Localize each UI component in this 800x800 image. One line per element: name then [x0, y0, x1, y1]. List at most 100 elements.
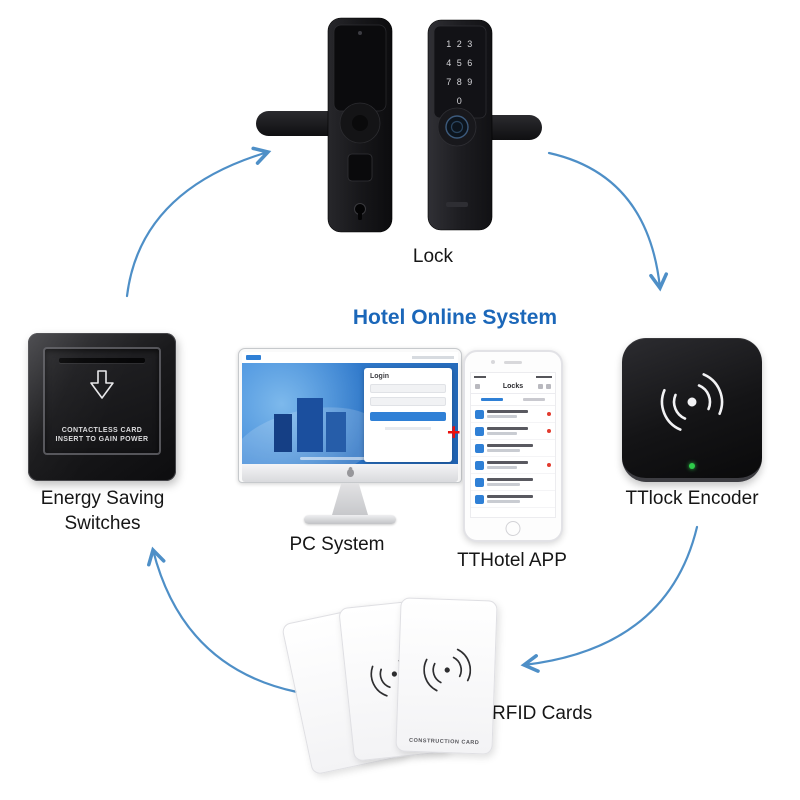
lock-icon: [475, 409, 484, 419]
screen-topbar: [242, 352, 458, 363]
phone-home-button: [505, 521, 521, 536]
lock-icon: [475, 460, 484, 470]
alert-dot: [547, 463, 551, 467]
phone-speaker: [504, 361, 522, 364]
list-item-text: [487, 461, 544, 469]
lock-left-card-reader: [347, 153, 373, 182]
tab-bar: [523, 398, 545, 401]
alert-dot: [547, 429, 551, 433]
lock-list-item: [471, 491, 555, 508]
arrow-switch-to-lock: [125, 146, 272, 298]
tthotel-app-label: TTHotel APP: [457, 550, 567, 571]
switch-panel-text: CONTACTLESS CARD INSERT TO GAIN POWER: [45, 426, 159, 444]
rfid-cards-stack: CONSTRUCTION CARD: [281, 597, 506, 789]
search-icon: [538, 384, 543, 389]
phone-tab-active: [471, 394, 513, 405]
lock-list-item: [471, 440, 555, 457]
keypad-row-1: 1 2 3: [446, 39, 474, 49]
phone-screen: Locks: [470, 372, 556, 518]
list-item-text: [487, 478, 551, 486]
phone-tabs: [471, 394, 555, 406]
apple-logo-icon: [346, 469, 354, 477]
arrow-lock-to-encoder: [547, 151, 669, 292]
arrow-encoder-to-cards: [520, 525, 699, 673]
monitor-base: [304, 515, 396, 524]
more-icon: [546, 384, 551, 389]
keypad-row-3: 7 8 9: [446, 77, 474, 87]
lock-list-item: [471, 474, 555, 491]
energy-switch-label: Energy Saving Switches: [10, 486, 195, 536]
list-item-text: [487, 444, 551, 452]
arrow-cards-to-switch: [147, 546, 299, 694]
monitor-frame: Login: [238, 348, 462, 483]
lock-right-brand-strip: [446, 202, 468, 207]
screen-building-1: [297, 398, 323, 452]
pc-system-label: PC System: [289, 534, 385, 555]
card-wave-icon: [422, 648, 471, 692]
lock-icon: [475, 494, 484, 504]
menu-icon: [475, 384, 480, 389]
lock-left-camera-dot: [358, 31, 362, 35]
lock-list-item: [471, 406, 555, 423]
phone-status-bar: [471, 373, 555, 380]
screen-menu-bar: [412, 356, 454, 359]
switch-panel-text-line2: INSERT TO GAIN POWER: [55, 436, 149, 443]
rfid-card-front: CONSTRUCTION CARD: [395, 597, 498, 755]
lock-left-face-panel: [333, 24, 387, 112]
lock-left-pivot-center: [352, 115, 368, 131]
encoder-status-led: [689, 463, 695, 469]
monitor-stand: [332, 483, 368, 515]
phone-nav-title: Locks: [502, 383, 524, 390]
smartphone: Locks: [463, 350, 563, 542]
keypad-row-4: 0: [457, 96, 464, 106]
insert-down-arrow-icon: [90, 370, 114, 399]
lock-left-keyhole-slot: [358, 209, 362, 220]
list-item-text: [487, 495, 551, 503]
lock-label: Lock: [412, 246, 454, 267]
energy-switch-label-line1: Energy Saving: [40, 488, 165, 509]
lock-left: [256, 17, 393, 233]
status-time-bar: [474, 375, 486, 378]
energy-switch-device: CONTACTLESS CARD INSERT TO GAIN POWER: [28, 333, 176, 481]
phone-camera: [491, 360, 495, 364]
alert-dot: [547, 412, 551, 416]
energy-switch-label-line2: Switches: [64, 513, 141, 534]
keypad-row-2: 4 5 6: [446, 58, 474, 68]
login-username-field: [370, 384, 446, 393]
tab-bar: [481, 398, 503, 401]
login-card: Login: [364, 368, 452, 462]
encoder-label: TTlock Encoder: [625, 488, 759, 509]
fingerprint-sensor: [445, 115, 469, 139]
lock-icon: [475, 426, 484, 436]
phone-tab-idle: [513, 394, 555, 405]
login-title: Login: [370, 373, 390, 380]
login-footnote-line: [385, 427, 431, 430]
lock-icon: [475, 443, 484, 453]
lock-icon: [475, 477, 484, 487]
page-title: Hotel Online System: [352, 306, 558, 329]
energy-switch-panel: CONTACTLESS CARD INSERT TO GAIN POWER: [43, 347, 161, 455]
status-battery-bar: [536, 375, 552, 378]
encoder-wave-icon: [660, 373, 724, 431]
monitor-chin: [242, 464, 458, 482]
switch-panel-text-line1: CONTACTLESS CARD: [61, 427, 143, 434]
plus-sign: +: [447, 419, 461, 445]
login-button: [370, 412, 446, 421]
phone-nav-bar: Locks: [471, 380, 555, 394]
ttlock-encoder-device: [622, 338, 762, 482]
screen-building-3: [274, 414, 292, 452]
pc-monitor: Login: [238, 348, 462, 524]
rfid-cards-label: RFID Cards: [492, 703, 593, 724]
card-slot: [59, 358, 145, 363]
monitor-screen: Login: [242, 352, 458, 464]
card-text: CONSTRUCTION CARD: [408, 737, 480, 747]
screen-footer-line: [300, 457, 392, 460]
screen-building-2: [326, 412, 346, 452]
screen-logo: [246, 355, 261, 360]
list-item-text: [487, 410, 544, 418]
lock-list-item: [471, 457, 555, 474]
list-item-text: [487, 427, 544, 435]
login-password-field: [370, 397, 446, 406]
smart-locks-illustration: 1 2 3 4 5 6 7 8 9 0: [256, 17, 542, 233]
